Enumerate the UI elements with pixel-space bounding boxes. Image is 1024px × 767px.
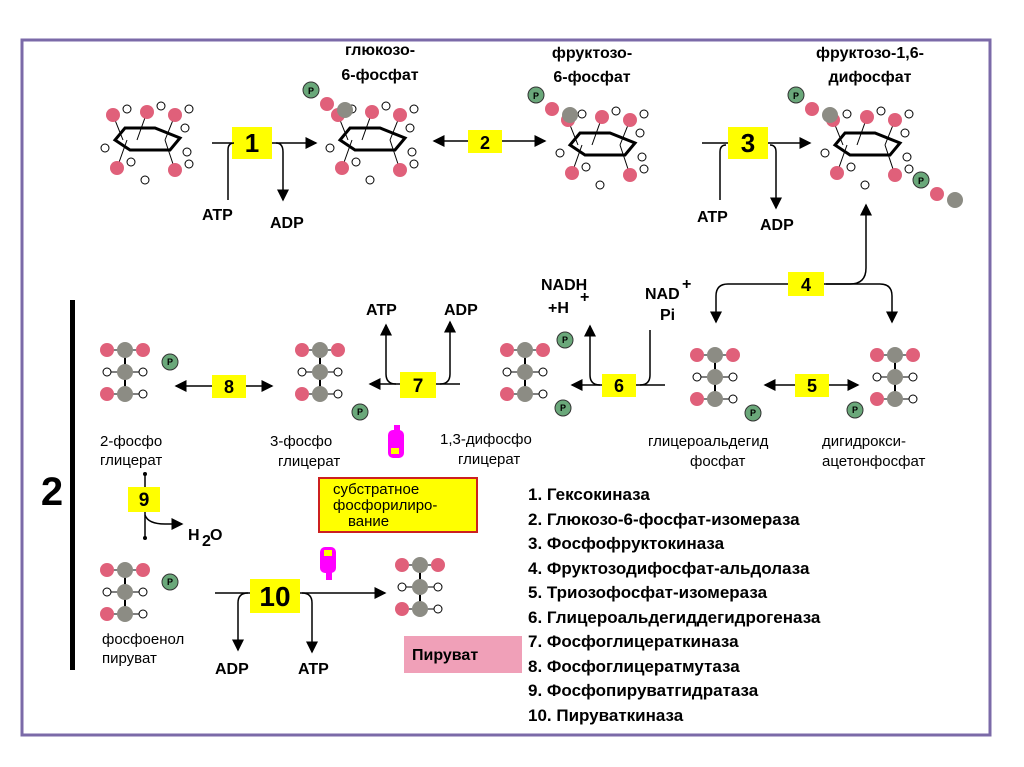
f16bp-label-2: дифосфат bbox=[829, 69, 912, 86]
step-2-number: 2 bbox=[480, 133, 490, 153]
step-1-box bbox=[232, 127, 272, 159]
svg-text:P: P bbox=[562, 335, 568, 345]
legend-item: 2. Глюкозо-6-фосфат-изомераза bbox=[528, 510, 800, 529]
stage-number: 2 bbox=[41, 470, 63, 514]
g6p-label-1: глюкозо- bbox=[345, 42, 415, 59]
adp-10: ADP bbox=[215, 661, 249, 678]
pg3-molecule: P bbox=[295, 342, 369, 421]
pg2-molecule: P bbox=[100, 342, 179, 402]
legend-item: 5. Триозофосфат-изомераза bbox=[528, 583, 768, 602]
h-plus-sign: + bbox=[580, 289, 589, 306]
step-2-box bbox=[468, 130, 502, 153]
legend-item: 3. Фосфофруктокиназа bbox=[528, 534, 725, 553]
svg-text:P: P bbox=[793, 91, 799, 101]
step-5-box bbox=[795, 374, 829, 397]
bpg13-label-1: 1,3-дифосфо bbox=[440, 431, 532, 448]
note-line-1: субстратное bbox=[333, 481, 419, 498]
step-7-number: 7 bbox=[413, 376, 424, 397]
adp-3: ADP bbox=[760, 217, 794, 234]
pyruvate-molecule bbox=[395, 557, 445, 617]
pyruvate-label: Пируват bbox=[412, 647, 478, 664]
step-10-box bbox=[250, 579, 300, 613]
svg-text:P: P bbox=[750, 408, 756, 418]
dhap-molecule: P bbox=[846, 347, 920, 419]
legend-item: 6. Глицероальдегиддегидрогеназа bbox=[528, 608, 821, 627]
pointing-hand-icon bbox=[320, 547, 336, 580]
h2o-2: 2 bbox=[202, 533, 211, 550]
atp-3: ATP bbox=[697, 209, 728, 226]
nad-label: NAD bbox=[645, 286, 680, 303]
step-4-box bbox=[788, 272, 824, 296]
adp-7: ADP bbox=[444, 302, 478, 319]
step-9-box bbox=[128, 487, 160, 512]
legend-item: 7. Фосфоглицераткиназа bbox=[528, 632, 739, 651]
svg-text:P: P bbox=[852, 405, 858, 415]
step-1-number: 1 bbox=[245, 128, 259, 158]
step-10-number: 10 bbox=[259, 581, 290, 612]
svg-text:P: P bbox=[560, 403, 566, 413]
svg-text:P: P bbox=[167, 357, 173, 367]
pointing-hand-icon bbox=[388, 425, 404, 458]
legend-item: 10. Пируваткиназа bbox=[528, 706, 684, 725]
step-8-number: 8 bbox=[224, 377, 234, 397]
h2o-o: O bbox=[210, 527, 222, 544]
nadh-label: NADH bbox=[541, 277, 587, 294]
fructose-1,6-bisphosphate-molecule: PP bbox=[787, 86, 963, 208]
atp-7: ATP bbox=[366, 302, 397, 319]
step-5-number: 5 bbox=[807, 376, 817, 396]
pg3-label-1: 3-фосфо bbox=[270, 433, 332, 450]
legend-item: 8. Фосфоглицератмутаза bbox=[528, 657, 740, 676]
legend-item: 4. Фруктозодифосфат-альдолаза bbox=[528, 559, 810, 578]
gap-label-1: глицероальдегид bbox=[648, 433, 769, 450]
step-4-number: 4 bbox=[801, 275, 811, 295]
f6p-label-2: 6-фосфат bbox=[553, 69, 630, 86]
h2o-h: H bbox=[188, 527, 200, 544]
step-3-number: 3 bbox=[741, 128, 755, 158]
fructose-6-phosphate-molecule: P bbox=[527, 86, 649, 190]
substrate-phosphorylation-note bbox=[318, 477, 478, 533]
step-8-box bbox=[212, 375, 246, 398]
svg-text:P: P bbox=[533, 91, 539, 101]
pep-label-1: фосфоенол bbox=[102, 631, 184, 648]
dhap-label-1: дигидрокси- bbox=[822, 433, 906, 450]
pg2-label-1: 2-фосфо bbox=[100, 433, 162, 450]
pg2-label-2: глицерат bbox=[100, 452, 162, 469]
step-6-box bbox=[602, 374, 636, 397]
pep-label-2: пируват bbox=[102, 650, 157, 667]
g6p-label-2: 6-фосфат bbox=[341, 67, 418, 84]
step-6-number: 6 bbox=[614, 376, 624, 396]
svg-text:P: P bbox=[308, 86, 314, 96]
legend-item: 1. Гексокиназа bbox=[528, 485, 650, 504]
bpg13-label-2: глицерат bbox=[458, 451, 520, 468]
f16bp-label-1: фруктозо-1,6- bbox=[816, 45, 924, 62]
svg-text:P: P bbox=[357, 407, 363, 417]
adp-1: ADP bbox=[270, 215, 304, 232]
step-9-number: 9 bbox=[139, 490, 150, 511]
h-plus-label: +H bbox=[548, 300, 569, 317]
note-line-2: фосфорилиро- bbox=[333, 497, 437, 514]
glucose-molecule bbox=[100, 101, 194, 185]
glucose-6-phosphate-molecule: P bbox=[302, 81, 419, 185]
pg3-label-2: глицерат bbox=[278, 453, 340, 470]
bpg13-molecule: PP bbox=[500, 331, 574, 417]
gap-molecule: P bbox=[690, 347, 762, 422]
f6p-label-1: фруктозо- bbox=[552, 45, 632, 62]
pep-molecule: P bbox=[100, 562, 179, 622]
gap-label-2: фосфат bbox=[690, 453, 746, 470]
enzyme-legend: 1. Гексокиназа 2. Глюкозо-6-фосфат-изоме… bbox=[528, 485, 821, 725]
stage-bar bbox=[70, 300, 75, 670]
nad-plus-sign: + bbox=[682, 276, 691, 293]
atp-10: ATP bbox=[298, 661, 329, 678]
note-line-3: вание bbox=[348, 513, 389, 530]
legend-item: 9. Фосфопируватгидратаза bbox=[528, 681, 759, 700]
pi-label: Pi bbox=[660, 307, 675, 324]
slide-frame bbox=[20, 38, 992, 737]
dhap-label-2: ацетонфосфат bbox=[822, 453, 925, 470]
atp-1: ATP bbox=[202, 207, 233, 224]
pyruvate-box bbox=[404, 636, 522, 673]
step-7-box bbox=[400, 372, 436, 398]
svg-text:P: P bbox=[918, 176, 924, 186]
svg-text:P: P bbox=[167, 577, 173, 587]
step-3-box bbox=[728, 127, 768, 159]
